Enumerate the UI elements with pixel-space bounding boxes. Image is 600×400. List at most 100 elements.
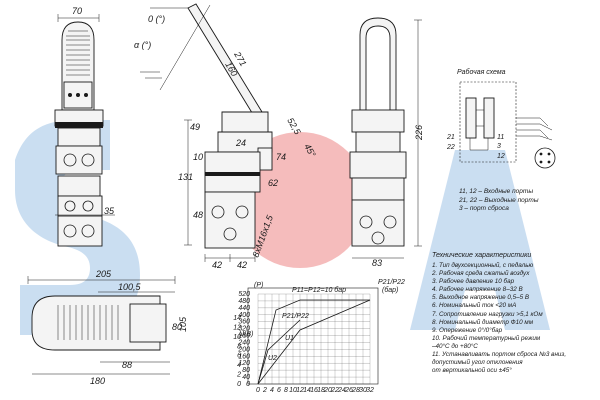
tech-item: 11. Устанавливать портом сброса №3 вниз, [432,351,567,359]
tech-item: –40°С до +80°С [432,342,478,350]
dim-height-74: 74 [276,152,286,162]
tech-item: 2. Рабочая среда сжатый воздух [432,270,530,278]
y-tick-label: 0 [246,381,250,388]
port-label-12: 12 [497,153,505,160]
dim-width-70: 70 [72,6,82,16]
dim-width-83: 83 [372,258,382,268]
x-tick-label: 26 [344,387,353,394]
u-tick-label: 12 [233,324,241,331]
y-tick-label: 480 [238,298,250,305]
dim-height-105: 105 [178,316,188,332]
x-tick-label: 28 [351,387,360,394]
port-label-22: 22 [446,144,455,151]
graph-x-caption: Р11=Р12=10 бар [292,286,346,294]
tech-item: допустимый угол отклонения [432,359,523,367]
x-tick-label: 24 [337,387,346,394]
u-tick-label: 10 [233,334,241,341]
legend-item: 21, 22 – Выходные порты [459,196,539,204]
y-tick-label: 40 [242,374,250,381]
x-tick-label: 12 [296,387,304,394]
port-legend: 11, 12 – Входные порты 21, 22 – Выходные… [459,188,539,214]
tech-item: 8. Номинальный диаметр Ф10 мм [432,318,534,326]
dim-height-48: 48 [193,210,203,220]
u-tick-label: 8 [237,343,241,350]
dim-height-131: 131 [178,172,193,182]
pressure-voltage-graph: (Р) U(В) Р11=Р12=10 бар Р21/Р22 (бар) Р2… [233,279,405,394]
u-tick-label: 0 [237,381,241,388]
y-tick-label: 360 [238,319,250,326]
y-tick-label: 440 [238,305,250,312]
x-tick-label: 32 [366,387,374,394]
dim-height-226: 226 [414,125,424,141]
dim-width-180: 180 [90,376,105,386]
curve-label-p: Р21/Р22 [282,313,309,320]
x-tick-label: 10 [289,387,297,394]
u-tick-label: 2 [236,372,241,379]
x-tick-label: 6 [277,387,281,394]
tech-item: от вертикальной оси ±45° [432,367,512,375]
y-tick-label: 280 [237,333,250,340]
y-tick-label: 400 [238,312,250,319]
dim-height-49: 49 [190,122,200,132]
x-tick-label: 14 [303,387,311,394]
dim-width-100-5: 100,5 [118,282,142,292]
dim-width-42-b: 42 [237,260,247,270]
graph-right-label-2: (бар) [382,286,398,294]
dim-width-88: 88 [122,360,132,370]
x-tick-label: 4 [270,387,274,394]
dim-width-205: 205 [95,269,112,279]
u-tick-label: 6 [237,353,241,360]
y-tick-label: 200 [237,346,250,353]
curve-label-u2: U2 [268,355,277,362]
tech-item: 1. Тип двухсекционный, с педалью [432,262,534,269]
y-tick-label: 320 [238,326,250,333]
tech-item: 10. Рабочий температурный режим [432,334,541,342]
top-view: 205 100,5 80 105 88 180 [27,269,188,386]
dim-angle-alpha: α (°) [134,40,151,50]
dim-height-80: 80 [172,322,182,332]
dim-width-42-a: 42 [212,260,222,270]
legend-item: 11, 12 – Входные порты [459,188,534,195]
x-tick-label: 2 [262,387,267,394]
x-tick-label: 20 [323,387,332,394]
tech-item: 4. Рабочее напряжение 8–32 В [432,286,523,294]
side-view: α (°) 0 (°) 271 160 52,5 45° 24 74 49 10… [134,3,318,270]
port-label-11: 11 [497,134,504,141]
tech-list: 1. Тип двухсекционный, с педалью 2. Рабо… [432,262,598,375]
graph-y-unit: (Р) [254,282,263,289]
working-scheme: 21 22 3 11 12 [446,81,556,169]
y-tick-label: 160 [238,353,250,360]
x-tick-label: 18 [317,387,325,394]
rear-view: 226 83 [349,17,424,268]
tech-item: 3. Рабочее давление 10 бар [432,278,515,286]
dim-height-24: 24 [235,138,246,148]
y-tick-label: 520 [238,291,250,298]
y-tick-label: 240 [237,339,250,346]
port-label-3: 3 [497,143,501,150]
port-label-21: 21 [446,134,455,141]
scheme-title: Рабочая схема [457,69,506,76]
y-tick-label: 80 [242,367,250,374]
curve-label-u1: U1 [285,335,294,342]
u-tick-label: 4 [237,362,241,369]
tech-item: 7. Сопротивление нагрузки >5,1 кОм [432,310,543,318]
graph-u-label: U(В) [239,331,253,338]
x-tick-label: 30 [359,387,367,394]
u-tick-label: 14 [233,315,241,322]
front-view: 70 35 [54,6,115,247]
x-tick-label: 16 [310,387,318,394]
dim-width-62: 62 [268,178,278,188]
tech-item: 6. Номинальный ток <20 мА [432,302,517,310]
legend-item: 3 – порт сброса [459,205,509,212]
dim-angle-zero: 0 (°) [148,14,165,24]
tech-title: Технические характеристики [432,252,532,259]
x-tick-label: 8 [284,387,288,394]
tech-item: 9. Опережение 0°/0°бар [432,326,503,334]
dim-height-10: 10 [193,152,203,162]
dim-width-35: 35 [104,206,115,216]
x-tick-label: 0 [256,387,260,394]
y-tick-label: 120 [238,360,250,367]
tech-item: 5. Выходное напряжение 0,5–5 В [432,294,530,302]
graph-right-label-1: Р21/Р22 [378,279,405,286]
